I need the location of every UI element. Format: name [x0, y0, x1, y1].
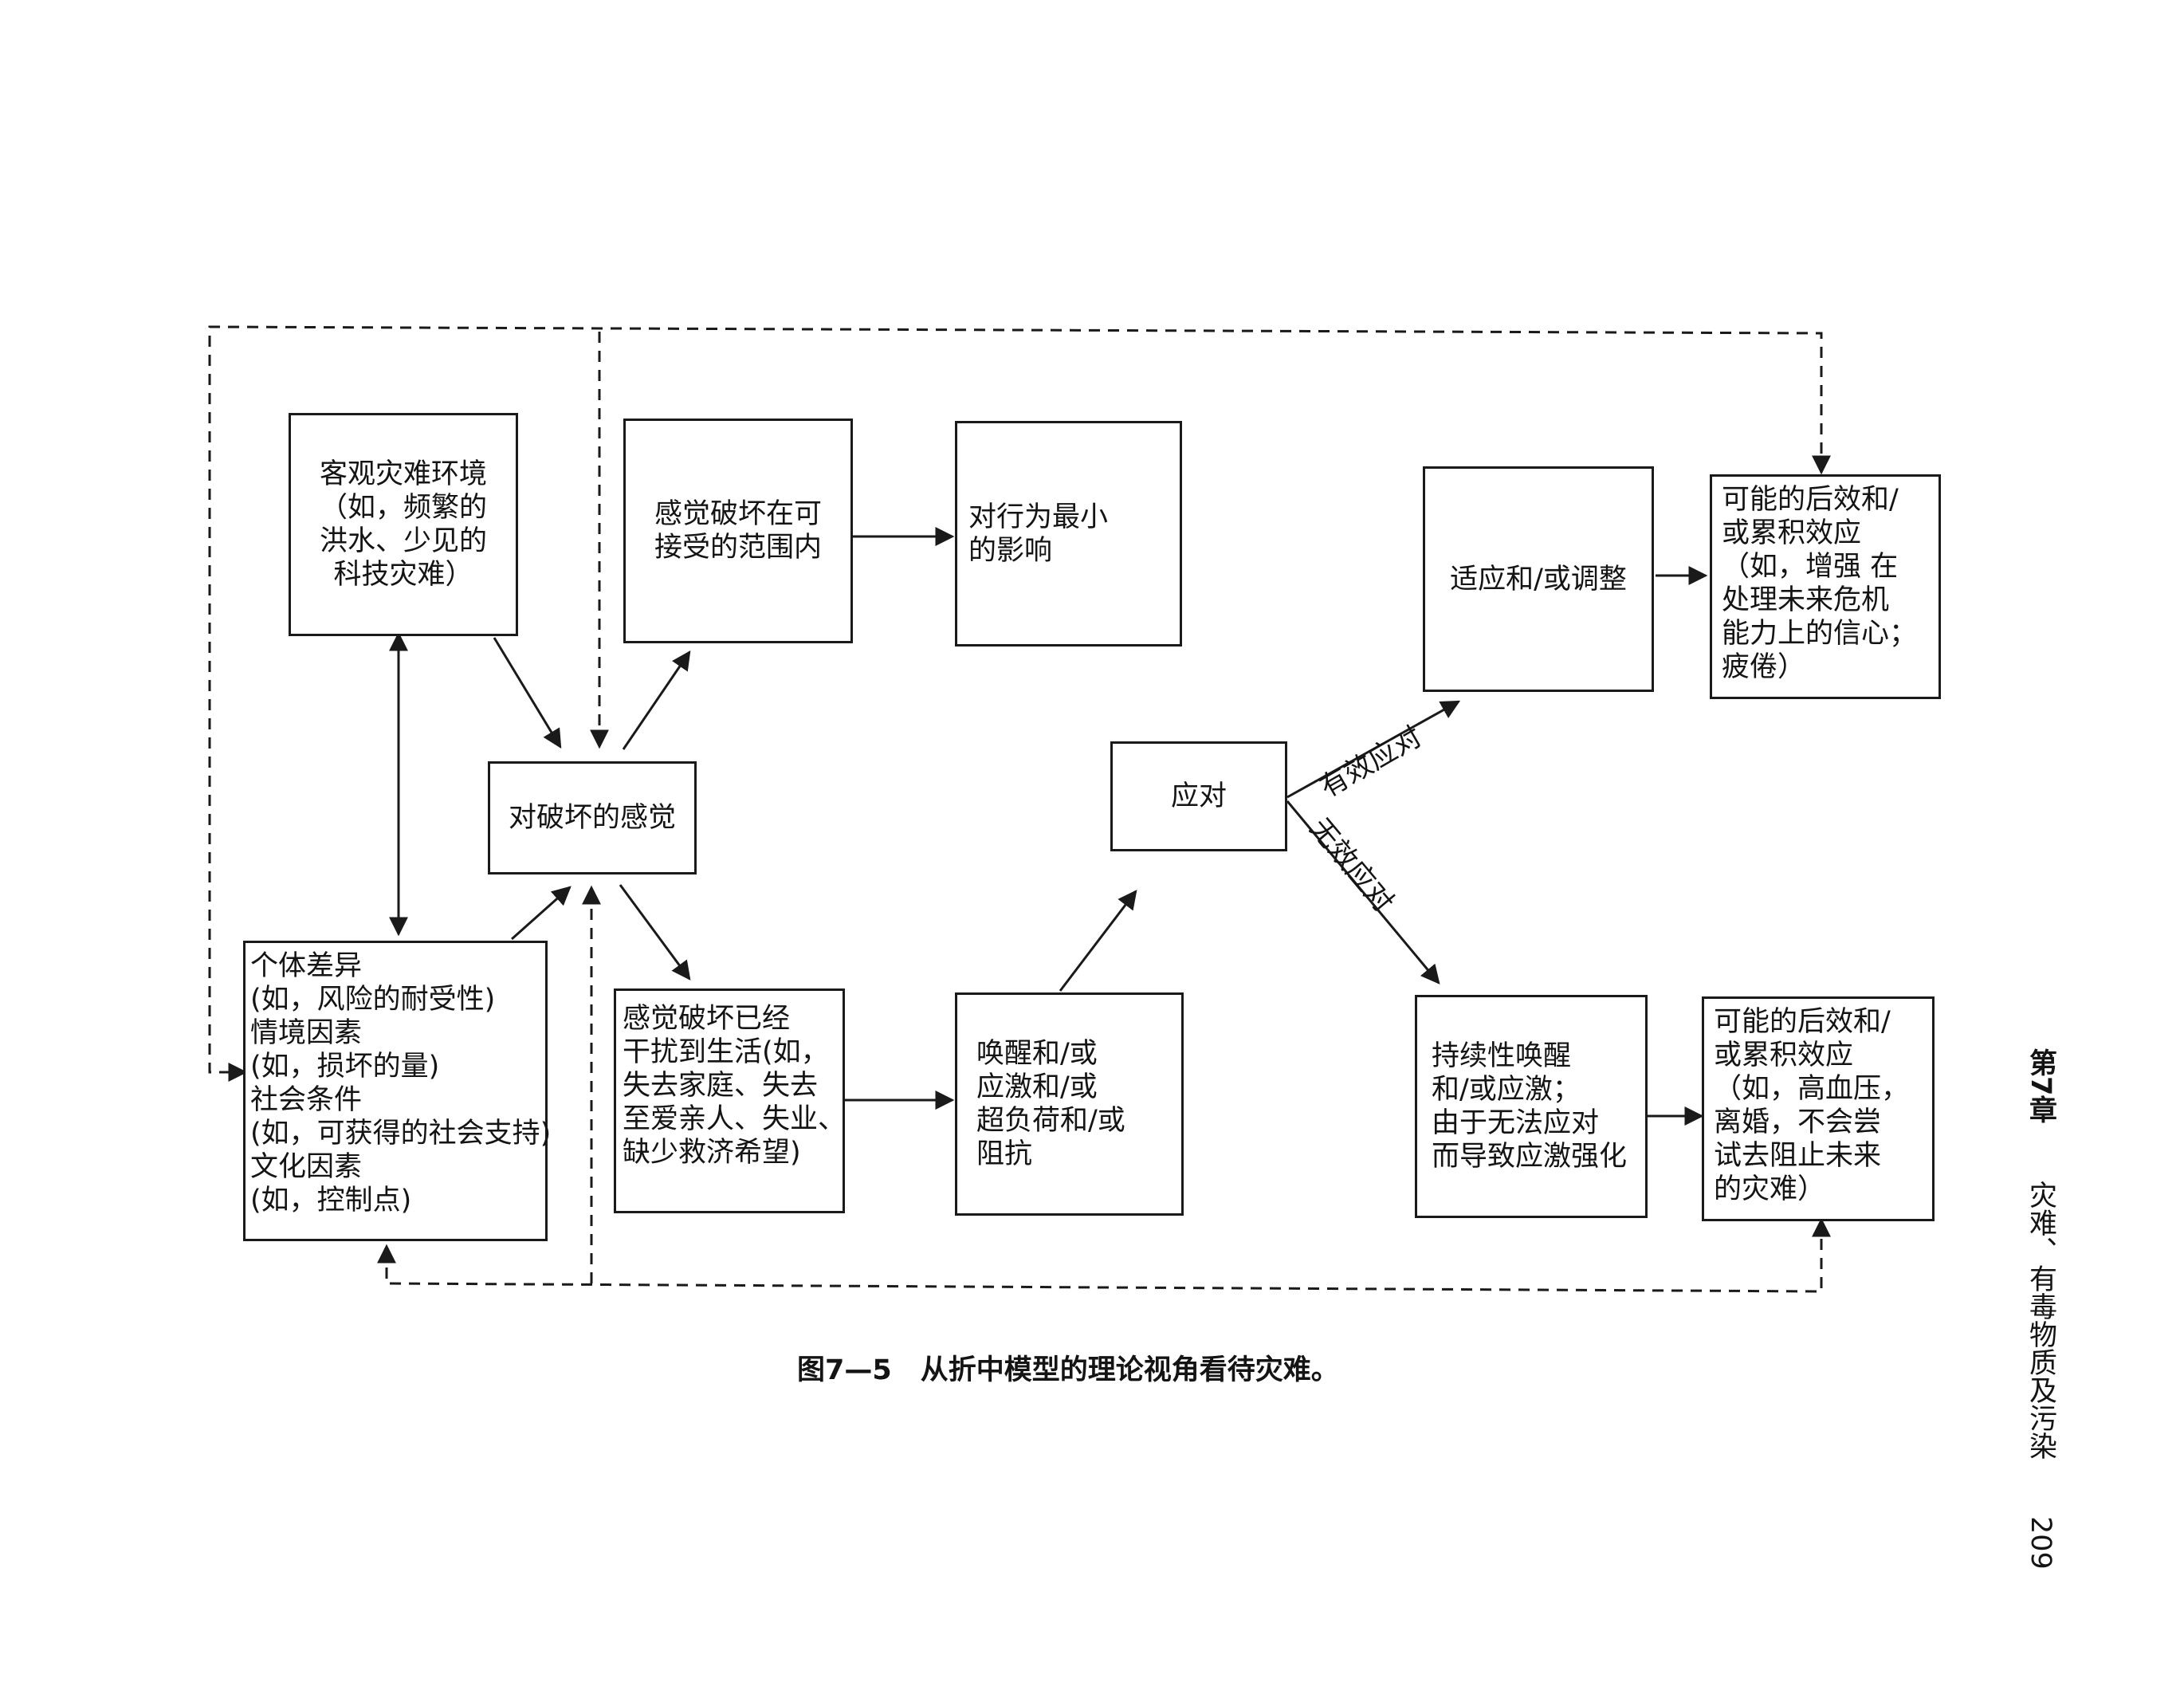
node-text-line: 失去家庭、失去 [623, 1070, 819, 1102]
node-text-line: 个体差异 [250, 950, 363, 982]
node-text-line: 处理未来危机 [1722, 584, 1890, 616]
node-text-line: 超负荷和/或 [976, 1105, 1125, 1137]
edge-arousal-coping [1059, 890, 1137, 992]
node-arousal-stress: 唤醒和/或应激和/或超负荷和/或阻抗 [955, 992, 1184, 1216]
node-adaptation: 适应和/或调整 [1423, 466, 1654, 692]
node-coping: 应对 [1110, 741, 1287, 851]
node-text-line: 干扰到生活(如， [623, 1036, 829, 1068]
node-text-line: （如，频繁的 [319, 492, 487, 524]
edge-perception-acceptable [622, 650, 691, 750]
node-text-line: 阻抗 [976, 1138, 1033, 1170]
node-minimal-effect: 对行为最小的影响 [955, 421, 1182, 647]
edge-env-perception [493, 637, 562, 749]
node-text-line: 缺少救济希望) [623, 1137, 801, 1169]
node-text-line: 感觉破坏已经 [623, 1003, 791, 1035]
node-text-line: 情境因素 [250, 1017, 363, 1049]
node-text-line: 由于无法应对 [1432, 1107, 1600, 1139]
node-text-line: 或累积效应 [1714, 1040, 1854, 1071]
node-text-line: 可能的后效和/ [1722, 484, 1899, 516]
node-text-line: 适应和/或调整 [1450, 563, 1627, 595]
feedback-bottom-to-individual [377, 1217, 1831, 1293]
node-text-line: 唤醒和/或 [976, 1038, 1098, 1070]
chapter-title: 灾难、有毒物质及污染 [2025, 1180, 2056, 1460]
node-text-line: 客观灾难环境 [319, 458, 487, 490]
edge-individual-perception [511, 886, 572, 941]
node-text-line: 应对 [1170, 780, 1227, 812]
node-text-line: 至爱亲人、失业、 [623, 1103, 846, 1135]
page-number: 209 [2025, 1515, 2056, 1570]
node-text-line: 离婚，不会尝 [1714, 1106, 1882, 1138]
node-text-line: 试去阻止未来 [1714, 1140, 1882, 1172]
node-text-line: 感觉破坏在可 [654, 498, 822, 530]
chapter-number: 第7章 [2025, 1048, 2056, 1124]
node-text-line: 和/或应激； [1432, 1074, 1581, 1106]
node-text-line: 洪水、少见的 [319, 525, 487, 557]
node-text-line: （如，高血压， [1714, 1073, 1910, 1105]
figure-number: 图7—5 [797, 1354, 892, 1386]
node-text-line: 对行为最小 [968, 501, 1109, 533]
feedback-top-to-individual [208, 325, 1831, 1082]
node-perception-of-damage: 对破坏的感觉 [488, 761, 697, 874]
node-text-line: 的灾难） [1714, 1173, 1826, 1205]
figure-caption: 图7—5 从折中模型的理论视角看待灾难。 [797, 1347, 1339, 1388]
caption-text: 从折中模型的理论视角看待灾难。 [920, 1354, 1339, 1386]
node-text-line: 接受的范围内 [654, 532, 822, 564]
node-text-line: (如，可获得的社会支持) [250, 1118, 552, 1150]
node-objective-environment: 客观灾难环境（如，频繁的洪水、少见的科技灾难） [289, 413, 518, 636]
node-text-line: 或累积效应 [1722, 517, 1862, 549]
node-aftereffect-negative: 可能的后效和/或累积效应（如，高血压，离婚，不会尝试去阻止未来的灾难） [1702, 996, 1935, 1221]
node-text-line: 应激和/或 [976, 1071, 1098, 1103]
node-text-line: （如，增强 在 [1722, 551, 1899, 583]
edge-perception-interfering [619, 884, 691, 981]
node-damage-interfering: 感觉破坏已经干扰到生活(如，失去家庭、失去至爱亲人、失业、缺少救济希望) [614, 988, 846, 1213]
node-text-line: (如，风险的耐受性) [250, 984, 496, 1016]
running-head: 第7章 灾难、有毒物质及污染 209 [2021, 1048, 2061, 1569]
node-text-line: 对破坏的感觉 [508, 802, 676, 834]
node-text-line: 文化因素 [250, 1151, 363, 1183]
node-text-line: 持续性唤醒 [1432, 1040, 1572, 1072]
node-individual-factors: 个体差异(如，风险的耐受性)情境因素(如，损坏的量)社会条件(如，可获得的社会支… [243, 941, 552, 1241]
node-text-line: 能力上的信心； [1722, 618, 1918, 650]
node-text-line: 科技灾难） [333, 559, 473, 591]
node-text-line: 社会条件 [250, 1084, 363, 1116]
node-text-line: 疲倦） [1722, 651, 1806, 683]
node-damage-acceptable: 感觉破坏在可接受的范围内 [623, 419, 853, 643]
node-persistent-arousal: 持续性唤醒和/或应激；由于无法应对而导致应激强化 [1415, 995, 1648, 1218]
node-text-line: (如，损坏的量) [250, 1051, 440, 1083]
node-aftereffect-positive: 可能的后效和/或累积效应（如，增强 在处理未来危机能力上的信心；疲倦） [1710, 474, 1941, 699]
node-text-line: (如，控制点) [250, 1185, 412, 1216]
node-text-line: 而导致应激强化 [1432, 1141, 1628, 1173]
node-text-line: 的影响 [968, 534, 1053, 567]
node-text-line: 可能的后效和/ [1714, 1006, 1891, 1038]
